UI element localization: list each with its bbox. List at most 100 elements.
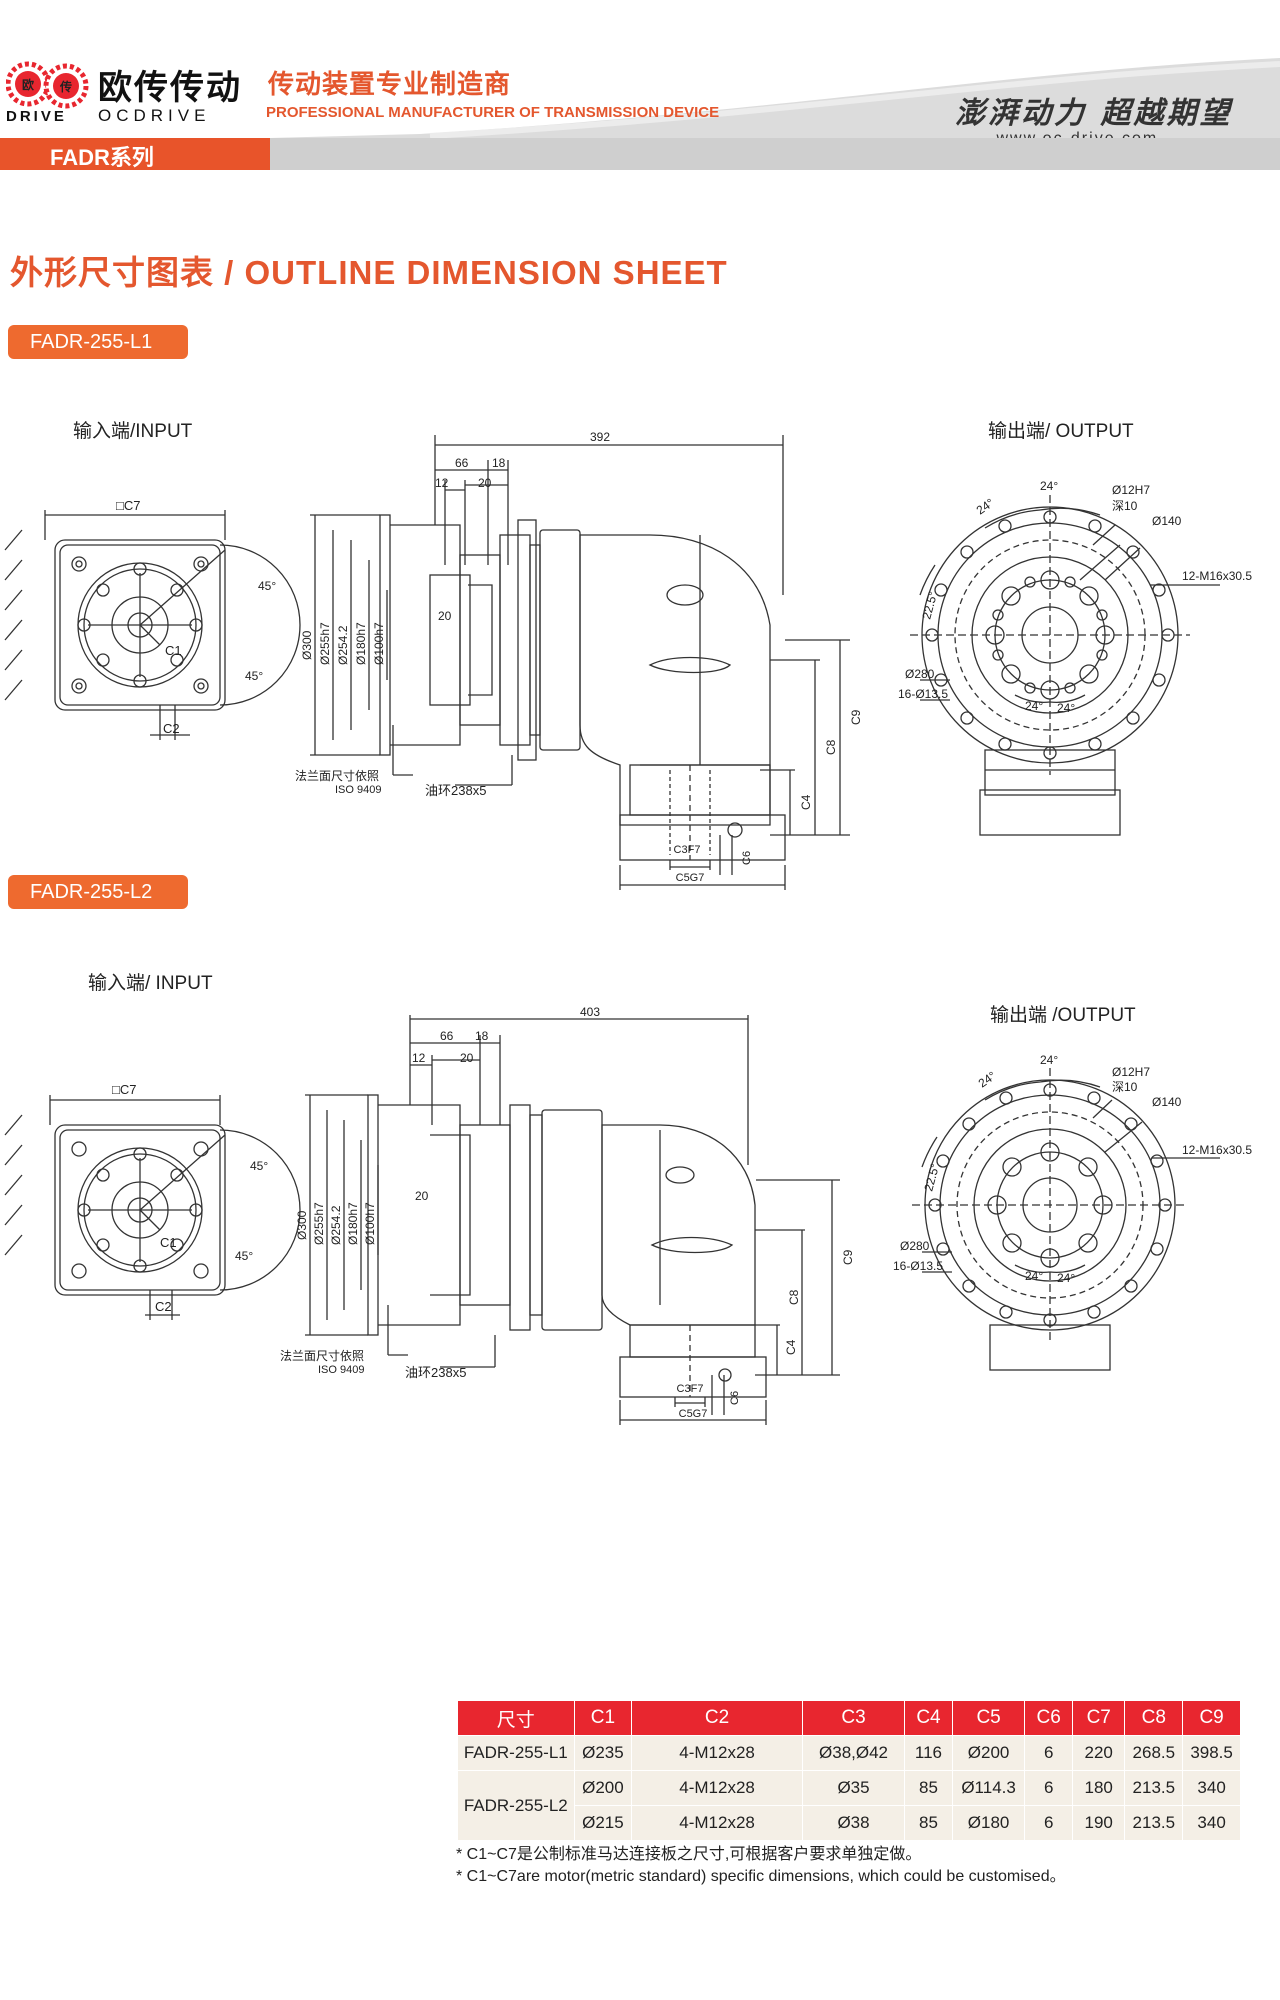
dim-dia-254: Ø254.2: [336, 625, 350, 665]
dim-20: 20: [460, 1051, 474, 1065]
row2-model: FADR-255-L2: [457, 1770, 575, 1841]
dim-dia-140: Ø140: [1152, 514, 1182, 528]
spec-table: 尺寸 C1 C2 C3 C4 C5 C6 C7 C8 C9 FADR-255-L…: [457, 1700, 1241, 1841]
dim-66: 66: [455, 456, 469, 470]
dim-total-length: 403: [580, 1005, 600, 1019]
row2-c7: 180: [1071, 1770, 1126, 1806]
dim-dia-280: Ø280: [900, 1239, 930, 1253]
dim-angle-24b: 24°: [974, 495, 997, 517]
dim-12: 12: [435, 476, 449, 490]
row3-c7: 190: [1071, 1805, 1126, 1841]
row2-c1: Ø200: [573, 1770, 633, 1806]
th-c6: C6: [1024, 1700, 1073, 1736]
table-row: FADR-255-L2 Ø200 4-M12x28 Ø35 85 Ø114.3 …: [457, 1770, 1241, 1841]
dim-c5: C5G7: [676, 872, 705, 884]
dim-dia-12: Ø12H7: [1112, 483, 1150, 497]
dim-c3: C3F7: [674, 844, 701, 856]
th-c5: C5: [951, 1700, 1026, 1736]
dim-20b: 20: [438, 609, 452, 623]
row2-c3: Ø35: [801, 1770, 906, 1806]
output-view-l1: 24° 24° 24° 24° 22.5° Ø12H7 深10 Ø140 12-…: [898, 479, 1252, 836]
dim-20b: 20: [415, 1189, 429, 1203]
dim-angle-24a: 24°: [1040, 479, 1058, 493]
th-c1: C1: [573, 1700, 633, 1736]
th-c8: C8: [1124, 1700, 1184, 1736]
row1-c7: 220: [1071, 1735, 1126, 1771]
input-label-l1: 输入端/INPUT: [73, 421, 193, 442]
dim-dia-12: Ø12H7: [1112, 1065, 1150, 1079]
note-en: * C1~C7are motor(metric standard) specif…: [456, 1868, 1066, 1885]
model-tag-l1: FADR-255-L1: [8, 325, 188, 359]
dim-angle-45b: 45°: [235, 1249, 253, 1263]
row3-c4: 85: [904, 1805, 953, 1841]
slogan: 澎湃动力 超越期望: [955, 96, 1233, 131]
dim-dia-140: Ø140: [1152, 1095, 1182, 1109]
dim-dia-100: Ø100h7: [372, 622, 386, 665]
note-cn: * C1~C7是公制标准马达连接板之尺寸,可根据客户要求单独定做。: [456, 1846, 922, 1863]
dim-12: 12: [412, 1051, 426, 1065]
dim-c9: C9: [849, 709, 863, 725]
dim-angle-24c: 24°: [1025, 1269, 1043, 1283]
dim-depth: 深10: [1112, 499, 1138, 513]
output-view-l2: 24° 24° 24° 24° 22.5° Ø12H7 深10 Ø140 12-…: [893, 1053, 1252, 1371]
series-label: FADR系列: [50, 145, 154, 170]
row1-c9: 398.5: [1182, 1735, 1241, 1771]
section-title: 外形尺寸图表 / OUTLINE DIMENSION SHEET: [10, 254, 728, 291]
side-view-l2: 403 66 18 12 20 20 Ø300 Ø255h7 Ø254.2 Ø1…: [280, 1005, 855, 1425]
brand-name-en-right: OCDRIVE: [98, 106, 211, 125]
dim-angle-45a: 45°: [258, 579, 276, 593]
row1-model: FADR-255-L1: [457, 1735, 575, 1771]
oil-ring-note: 油环238x5: [425, 783, 486, 798]
dim-angle-24c: 24°: [1025, 699, 1043, 713]
table-header-row: 尺寸 C1 C2 C3 C4 C5 C6 C7 C8 C9: [457, 1700, 1241, 1736]
row3-c9: 340: [1182, 1805, 1241, 1841]
dim-c8: C8: [824, 739, 838, 755]
row3-c1: Ø215: [573, 1805, 633, 1841]
brand-name-cn: 欧传传动: [98, 69, 242, 107]
gear-logo-icon: 欧 传: [6, 61, 89, 109]
input-label-l2: 输入端/ INPUT: [88, 973, 213, 994]
row1-c2: 4-M12x28: [631, 1735, 803, 1771]
series-tab: [0, 138, 270, 170]
dim-dia-300: Ø300: [295, 1210, 309, 1240]
row2-c5: Ø114.3: [951, 1770, 1026, 1806]
row3-c3: Ø38: [801, 1805, 906, 1841]
side-view-l1: 392 66 18 12 20 20 Ø300 Ø255h7 Ø254.2 Ø1…: [295, 430, 863, 890]
th-size: 尺寸: [457, 1700, 575, 1736]
dim-angle-45a: 45°: [250, 1159, 268, 1173]
row3-c5: Ø180: [951, 1805, 1026, 1841]
row2-c4: 85: [904, 1770, 953, 1806]
row2-c9: 340: [1182, 1770, 1241, 1806]
series-bar: [270, 138, 1280, 170]
dim-holes: 16-Ø13.5: [898, 687, 948, 701]
th-c2: C2: [631, 1700, 803, 1736]
model-tag-l2: FADR-255-L2: [8, 875, 188, 909]
dim-dia-300: Ø300: [300, 630, 314, 660]
dim-c4: C4: [784, 1339, 798, 1355]
flange-note: 法兰面尺寸依照: [295, 768, 379, 783]
logo-letter-1: 欧: [22, 77, 34, 92]
row3-c2: 4-M12x28: [631, 1805, 803, 1841]
dim-angle-24a: 24°: [1040, 1053, 1058, 1067]
dim-18: 18: [492, 456, 506, 470]
dim-dia-255: Ø255h7: [318, 622, 332, 665]
th-c9: C9: [1182, 1700, 1241, 1736]
dim-20: 20: [478, 476, 492, 490]
dim-total-length: 392: [590, 430, 610, 444]
dim-depth: 深10: [1112, 1080, 1138, 1094]
iso-note: ISO 9409: [335, 784, 381, 796]
row1-c1: Ø235: [573, 1735, 633, 1771]
dim-angle-24b: 24°: [976, 1068, 999, 1090]
dim-c9: C9: [841, 1249, 855, 1265]
dim-angle-22-5: 22.5°: [919, 590, 940, 621]
row2-c2: 4-M12x28: [631, 1770, 803, 1806]
row1-c4: 116: [904, 1735, 953, 1771]
th-c4: C4: [904, 1700, 953, 1736]
dim-dia-280: Ø280: [905, 667, 935, 681]
logo-letter-2: 传: [59, 79, 72, 94]
dim-holes: 16-Ø13.5: [893, 1259, 943, 1273]
dim-c3: C3F7: [677, 1383, 704, 1395]
row3-c8: 213.5: [1124, 1805, 1184, 1841]
dim-m16: 12-M16x30.5: [1182, 1143, 1252, 1157]
dim-dia-180: Ø180h7: [354, 622, 368, 665]
